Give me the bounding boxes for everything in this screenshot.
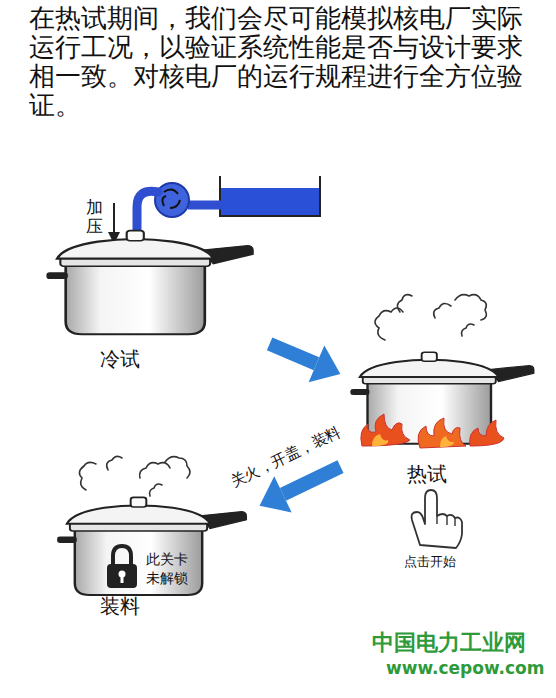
- steam-puff: [140, 463, 170, 478]
- hand-outline: [412, 490, 462, 548]
- flames: [361, 414, 504, 448]
- steam-puff: [79, 462, 96, 490]
- pressure-cooker: [57, 497, 246, 595]
- pipe: [137, 191, 158, 232]
- flow-arrow: [270, 344, 341, 382]
- lock-icon: [107, 546, 137, 588]
- pipe: [188, 201, 221, 210]
- hand-icon: [412, 490, 462, 548]
- steam-puff: [462, 324, 475, 336]
- steam-puff: [455, 295, 486, 320]
- press-label: 加压: [86, 198, 103, 235]
- steam: [79, 456, 190, 496]
- steam-puff: [150, 484, 163, 496]
- arrow-label: 关火，开盖，装料: [225, 421, 347, 493]
- steam-puff: [434, 303, 451, 318]
- arrow-shaft: [270, 344, 317, 364]
- stage-node: 冷试: [45, 215, 265, 375]
- arrow-head: [309, 345, 341, 382]
- pressure-cooker: [46, 231, 253, 335]
- steam-puff: [107, 456, 122, 470]
- press-arrow-line: [113, 203, 115, 236]
- watermark-url: www.cepow.com: [386, 658, 545, 678]
- pump-swirl: [162, 189, 180, 208]
- arrow-head: [260, 476, 292, 512]
- watermark: 中国电力工业网: [372, 628, 526, 658]
- steam-puff: [165, 457, 190, 478]
- tank: [220, 176, 320, 216]
- flame-core: [372, 434, 454, 447]
- arrow-shaft: [283, 467, 341, 495]
- hint-text: 点击开始: [404, 553, 456, 571]
- flame: [470, 420, 504, 446]
- lock-shackle: [113, 546, 131, 566]
- steam: [375, 295, 486, 340]
- keyhole: [121, 575, 124, 583]
- press-arrow: [108, 203, 120, 244]
- title: 在热试期间，我们会尽可能模拟核电厂实际运行工况，以验证系统性能是否与设计要求相一…: [29, 4, 525, 120]
- lock-note: 此关卡 未解锁: [146, 550, 192, 588]
- stage-label: 热试: [407, 461, 447, 488]
- steam-puff: [397, 295, 412, 312]
- water-supply: [137, 176, 320, 232]
- stage-node: 热试: [345, 345, 540, 490]
- steam-puff: [375, 308, 403, 340]
- stage-label: 冷试: [100, 346, 140, 373]
- finger-lines: [437, 516, 455, 526]
- water: [221, 188, 319, 215]
- stage-label: 装料: [100, 593, 140, 620]
- lock-body: [107, 564, 137, 588]
